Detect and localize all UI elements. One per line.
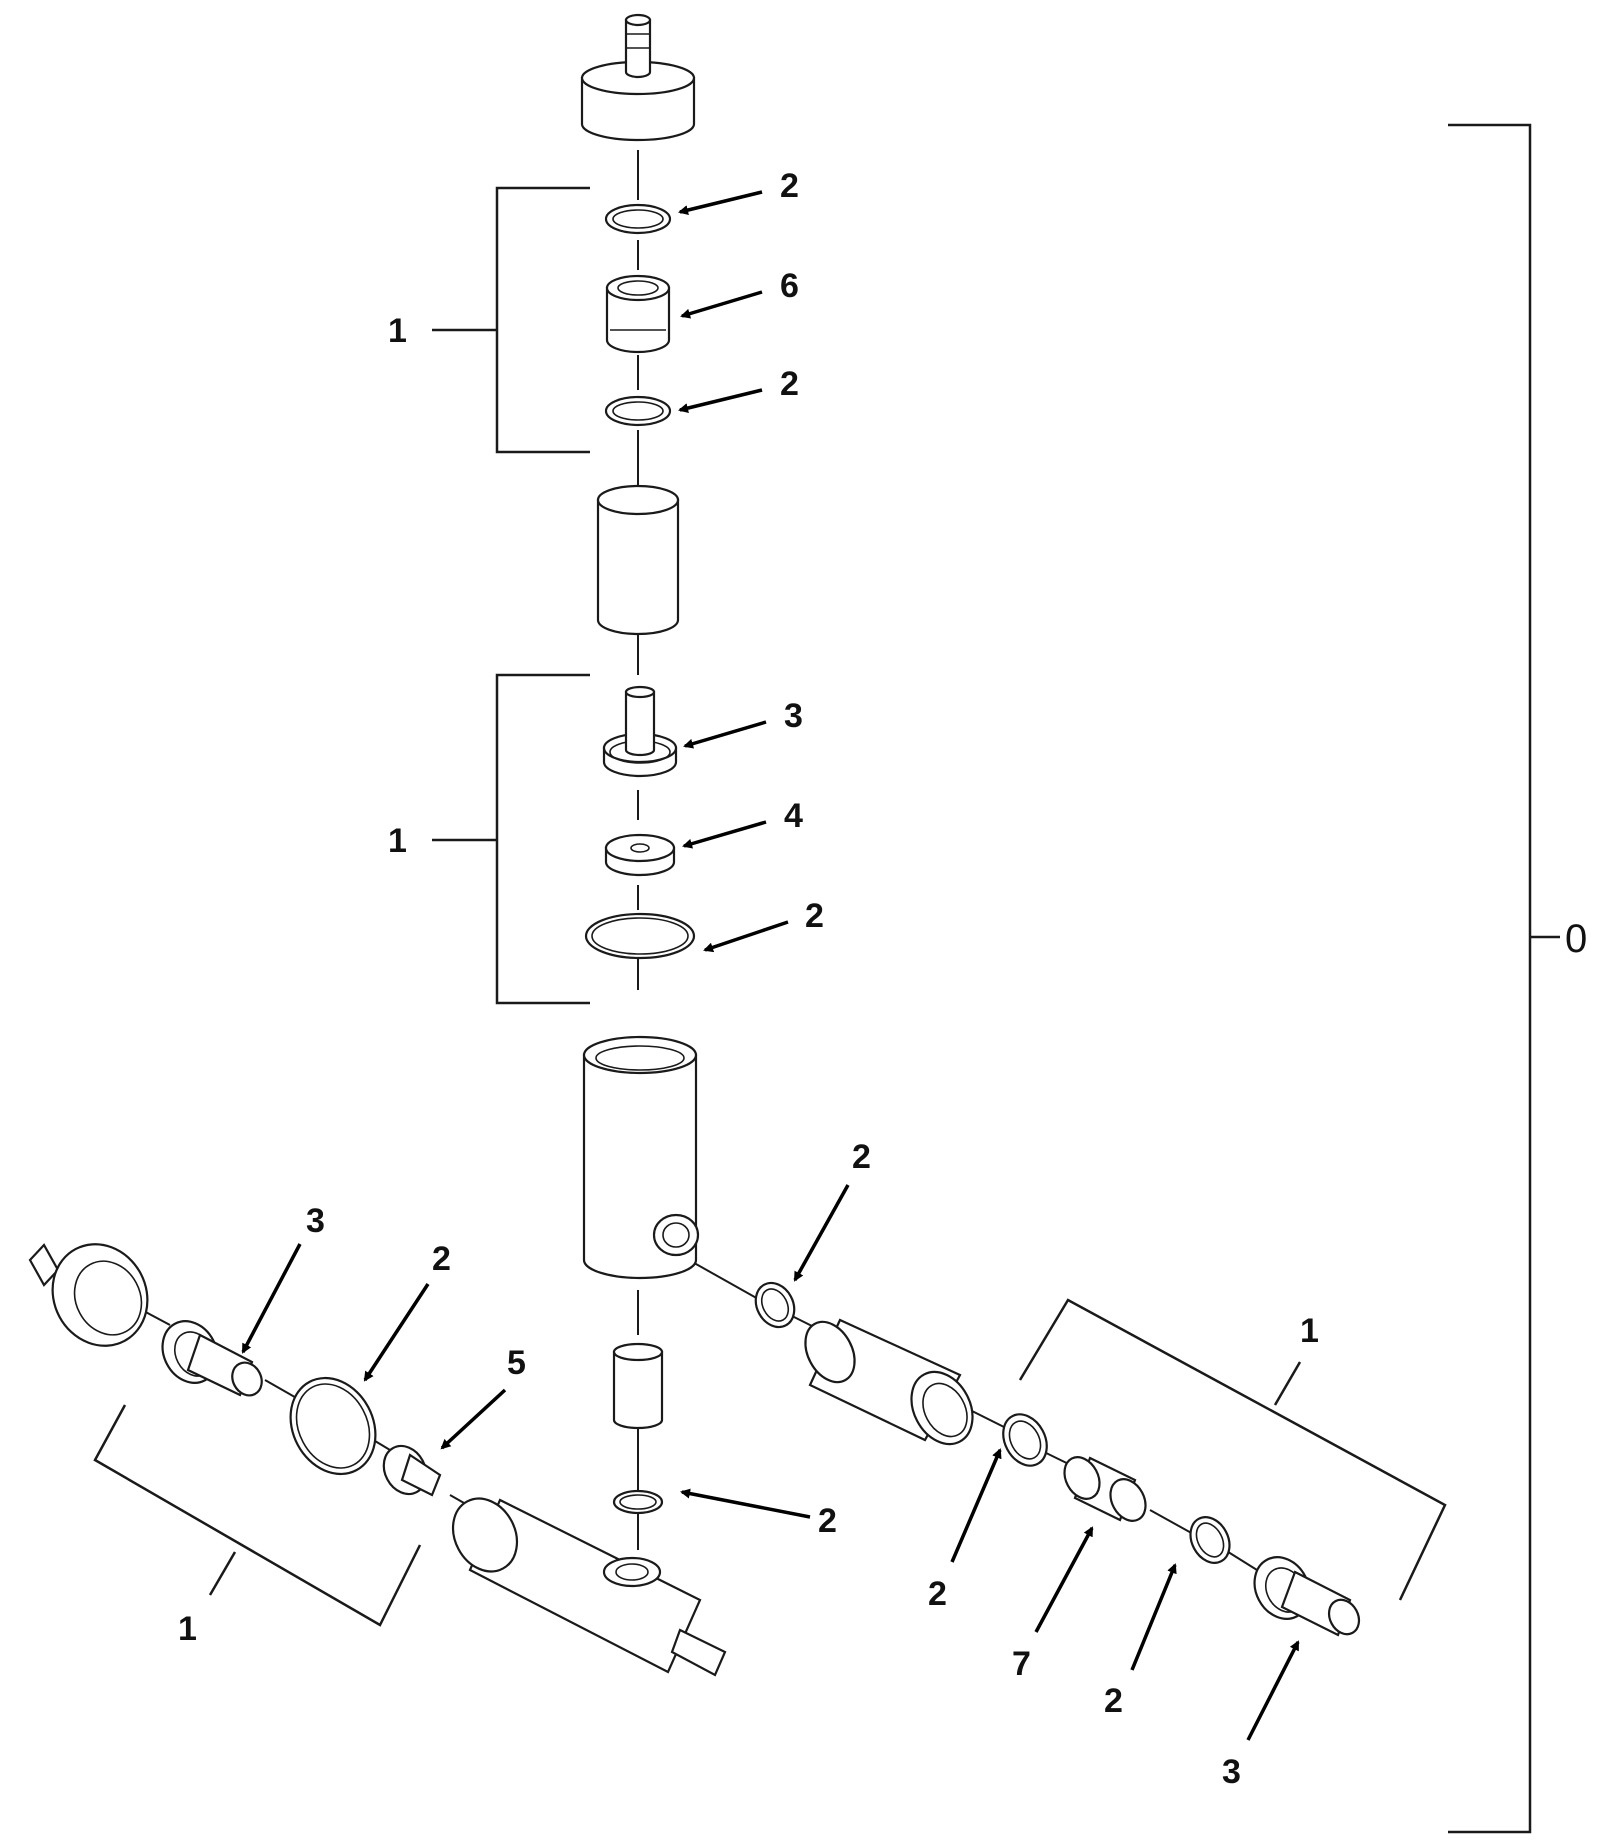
callout-assembly: 0 xyxy=(1565,917,1587,961)
callout-right-fitting: 3 xyxy=(1222,1753,1241,1791)
callout-left-nozzle: 5 xyxy=(507,1344,526,1382)
left-cap xyxy=(28,1243,149,1347)
callout-left-oring: 2 xyxy=(432,1240,451,1278)
right-fitting xyxy=(1253,1556,1361,1637)
callout-mid-oring: 2 xyxy=(805,897,824,935)
callout-labels: 2 6 2 1 3 4 2 1 2 3 2 5 1 2 1 2 7 2 3 0 xyxy=(178,167,1587,1791)
leader-arrows xyxy=(241,190,1300,1741)
callout-bottom-oring: 2 xyxy=(818,1502,837,1540)
top-oring-lower xyxy=(604,395,672,427)
top-bushing xyxy=(605,274,671,354)
filter-cylinder xyxy=(596,484,680,636)
mid-oring-large xyxy=(584,912,696,960)
right-coupling xyxy=(804,1318,974,1446)
bottom-nozzle xyxy=(612,1342,664,1430)
callout-mid-group: 1 xyxy=(388,822,407,860)
right-oring-a xyxy=(1002,1413,1048,1467)
callout-right-oring-a: 2 xyxy=(928,1575,947,1613)
top-hose-cap xyxy=(580,13,696,142)
mid-washer xyxy=(604,833,676,877)
top-oring-upper xyxy=(604,203,672,235)
callout-right-bushing: 7 xyxy=(1012,1645,1031,1683)
callout-right-oring-upper: 2 xyxy=(852,1138,871,1176)
callout-top-oring-upper: 2 xyxy=(780,167,799,205)
left-nozzle xyxy=(382,1444,442,1497)
right-bushing xyxy=(1063,1456,1147,1522)
callout-top-bushing: 6 xyxy=(780,267,799,305)
callout-left-fitting: 3 xyxy=(306,1202,325,1240)
callout-left-group: 1 xyxy=(178,1610,197,1648)
callout-right-group: 1 xyxy=(1300,1312,1319,1350)
left-fitting xyxy=(161,1320,263,1397)
mid-fitting xyxy=(602,685,678,778)
main-tee-body xyxy=(582,1035,700,1280)
callout-right-oring-b: 2 xyxy=(1104,1682,1123,1720)
right-oring-upper xyxy=(754,1281,796,1329)
callout-top-oring-lower: 2 xyxy=(780,365,799,403)
group-brackets xyxy=(93,123,1560,1834)
callout-mid-washer: 4 xyxy=(784,797,803,835)
lower-tee-body xyxy=(451,1497,727,1677)
callout-top-group: 1 xyxy=(388,312,407,350)
center-axis-lines xyxy=(94,150,1266,1576)
bottom-oring xyxy=(612,1489,664,1515)
right-oring-b xyxy=(1189,1516,1231,1564)
callout-mid-fitting: 3 xyxy=(784,697,803,735)
left-oring xyxy=(289,1376,377,1476)
